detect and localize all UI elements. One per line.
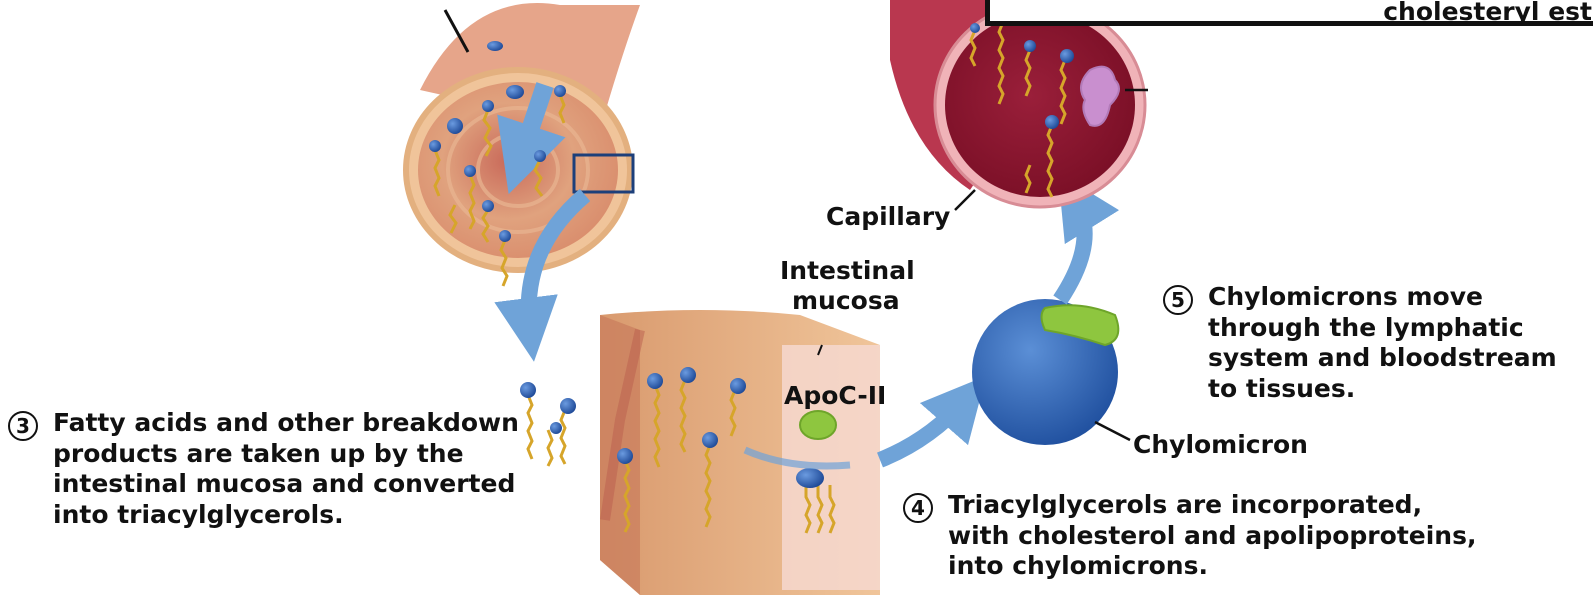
step-4-line: Triacylglycerols are incorporated, [948, 490, 1476, 521]
intestinal-mucosa-block [600, 310, 880, 595]
chylomicron-particle [972, 299, 1130, 445]
step-4-line: into chylomicrons. [948, 551, 1476, 582]
step-number-badge: 3 [8, 411, 38, 441]
intestine-illustration [406, 3, 640, 270]
step-5-line: through the lymphatic [1208, 313, 1557, 344]
step-number-badge: 5 [1163, 285, 1193, 315]
step-3-line: products are taken up by the [53, 439, 519, 470]
step-3-line: Fatty acids and other breakdown [53, 408, 519, 439]
free-lipids [520, 382, 576, 466]
step-5-line: Chylomicrons move [1208, 282, 1557, 313]
label-mucosa: mucosa [792, 286, 900, 316]
label-capillary: Capillary [826, 202, 950, 232]
step-3-line: into triacylglycerols. [53, 500, 519, 531]
step-3-text: Fatty acids and other breakdown products… [53, 408, 519, 530]
step-number-badge: 4 [903, 493, 933, 523]
step-4-text: Triacylglycerols are incorporated, with … [948, 490, 1476, 582]
step-3-line: intestinal mucosa and converted [53, 469, 519, 500]
step-4-line: with cholesterol and apolipoproteins, [948, 521, 1476, 552]
top-right-caption-box: cholesteryl est [985, 0, 1593, 26]
label-chylomicron: Chylomicron [1133, 430, 1308, 460]
step-5-line: system and bloodstream [1208, 343, 1557, 374]
label-intestinal: Intestinal [780, 256, 915, 286]
capillary-illustration [890, 0, 1148, 210]
label-apoc2: ApoC-II [784, 381, 886, 411]
circulation-arrow [1060, 200, 1085, 300]
top-box-text: cholesteryl est [1383, 0, 1592, 26]
step-5-text: Chylomicrons move through the lymphatic … [1208, 282, 1557, 404]
step-5-line: to tissues. [1208, 374, 1557, 405]
export-arrow [880, 400, 965, 460]
